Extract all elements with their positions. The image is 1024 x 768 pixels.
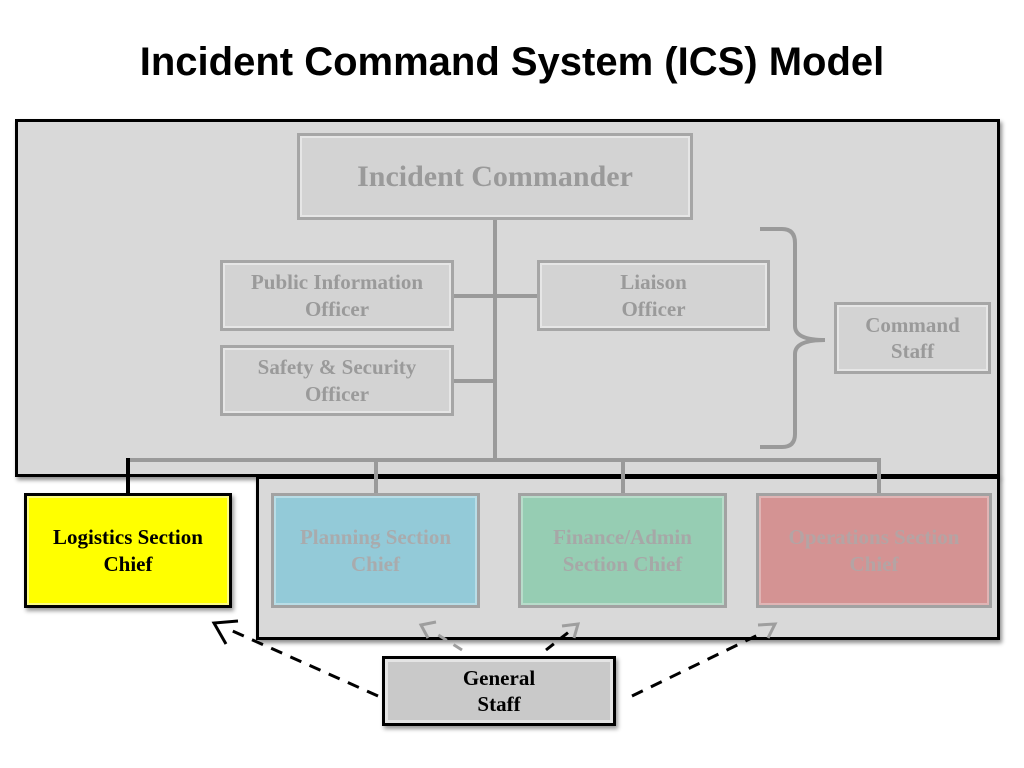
command-staff-label-line2: Staff xyxy=(890,339,935,363)
planning-section-chief-box: Planning Section Chief xyxy=(271,493,480,608)
arrow-head-logistics xyxy=(211,619,239,645)
pio-label-line1: Public Information xyxy=(250,270,424,295)
connector-liaison xyxy=(495,294,538,298)
command-staff-brace xyxy=(760,227,826,449)
general-staff-arrows xyxy=(211,619,778,698)
connector-logistics-drop xyxy=(126,458,130,494)
arrow-to-finance xyxy=(545,629,571,652)
operations-label-line1: Operations Section xyxy=(788,525,960,550)
page-title: Incident Command System (ICS) Model xyxy=(139,40,885,84)
command-staff-label-line1: Command xyxy=(865,312,960,337)
connector-planning-drop xyxy=(374,458,378,494)
liaison-label-line2: Officer xyxy=(621,296,686,321)
arrow-head-finance xyxy=(561,622,581,639)
logistics-section-chief-box: Logistics Section Chief xyxy=(24,493,232,608)
logistics-label-line2: Chief xyxy=(103,551,153,576)
general-staff-label-line1: General xyxy=(462,665,536,690)
finance-admin-section-chief-box: Finance/Admin Section Chief xyxy=(518,493,727,608)
connector-operations-drop xyxy=(877,458,881,494)
public-information-officer-box: Public Information Officer xyxy=(220,260,454,331)
incident-commander-box: Incident Commander xyxy=(297,133,693,220)
logistics-label-line1: Logistics Section xyxy=(53,525,203,550)
general-staff-box: General Staff xyxy=(382,656,616,726)
finance-label-line1: Finance/Admin xyxy=(553,525,692,550)
connector-sections-bar xyxy=(126,458,881,462)
arrow-to-logistics xyxy=(227,627,379,698)
connector-pio xyxy=(453,294,495,298)
operations-section-chief-box: Operations Section Chief xyxy=(756,493,992,608)
liaison-label-line1: Liaison xyxy=(620,270,687,295)
finance-label-line2: Section Chief xyxy=(562,551,683,576)
connector-safety xyxy=(453,379,495,383)
incident-commander-label: Incident Commander xyxy=(357,159,633,193)
arrow-to-operations xyxy=(631,632,761,698)
connector-finance-drop xyxy=(621,458,625,494)
pio-label-line2: Officer xyxy=(304,296,370,321)
arrow-head-planning xyxy=(418,620,437,639)
operations-label-line2: Chief xyxy=(849,551,899,576)
planning-label-line2: Chief xyxy=(351,551,400,576)
connector-trunk xyxy=(493,219,497,462)
arrow-head-operations xyxy=(757,622,778,639)
arrow-to-planning xyxy=(431,629,463,652)
safety-label-line2: Officer xyxy=(304,381,370,406)
planning-label-line1: Planning Section xyxy=(299,525,452,550)
safety-security-officer-box: Safety & Security Officer xyxy=(220,345,454,416)
general-staff-label-line2: Staff xyxy=(477,692,521,716)
command-staff-label-box: Command Staff xyxy=(834,302,991,374)
liaison-officer-box: Liaison Officer xyxy=(537,260,770,331)
safety-label-line1: Safety & Security xyxy=(257,355,417,380)
